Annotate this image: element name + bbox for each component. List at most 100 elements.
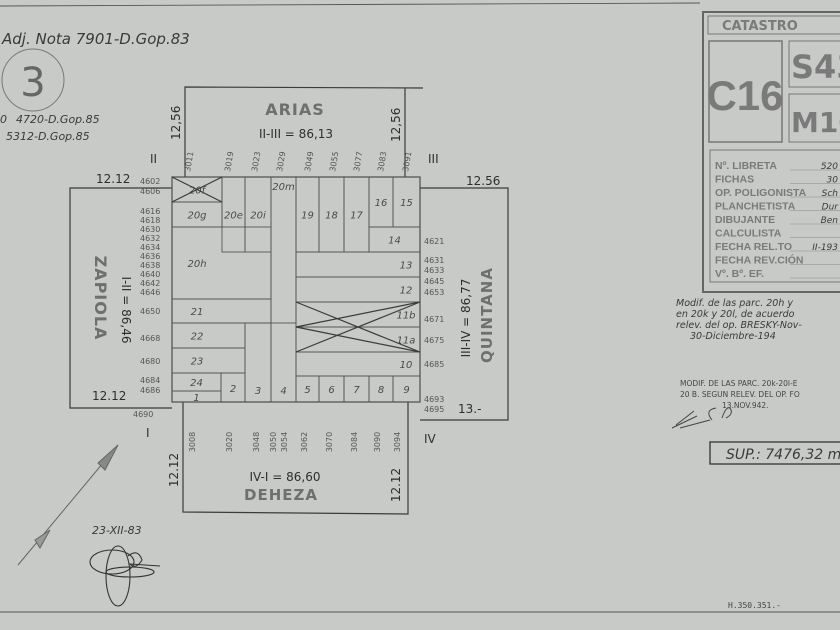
street-arias: ARIAS II-III = 86,13 12,56 12,56: [169, 86, 424, 177]
door-number-top: 3023: [250, 151, 262, 173]
lot-label: 16: [375, 198, 388, 209]
lot-label: 8: [378, 385, 384, 396]
stamp-row-label: Nº. LIBRETA: [715, 160, 777, 172]
arias-width-right: 12,56: [389, 108, 403, 142]
cancelled-cross: [171, 176, 223, 203]
signature-bottom-left: [89, 545, 161, 607]
stamp-header: CATASTRO: [722, 19, 798, 34]
arias-width-left: 12,56: [169, 106, 183, 140]
lot-label: 12: [400, 286, 413, 297]
lot-label: 5: [304, 385, 310, 396]
lot-boundary: [392, 375, 421, 403]
door-number-left: 4680: [140, 357, 160, 366]
lot-parcel[interactable]: 20e: [221, 176, 246, 253]
door-number-top: 3091: [401, 151, 413, 173]
corner-I: I: [146, 426, 150, 440]
lot-label: 22: [191, 332, 204, 343]
modif-note-line: Modif. de las parc. 20h y: [676, 298, 793, 309]
stamp-row-value: 520: [821, 162, 838, 172]
lot-parcel[interactable]: 14: [368, 226, 421, 253]
door-number-right: 4631: [424, 256, 444, 265]
lot-parcel[interactable]: 20h: [171, 226, 272, 300]
lot-parcel[interactable]: 2: [220, 372, 246, 403]
lot-parcel[interactable]: 13: [295, 251, 421, 278]
stamp-row-value: Ben: [821, 216, 839, 226]
lot-label: 20h: [187, 259, 206, 270]
door-number-bottom: 3050: [269, 432, 278, 452]
zapiola-width-bottom: 12.12: [92, 389, 126, 403]
stamp-row-label: PLANCHETISTA: [715, 201, 796, 213]
lot-label: 10: [400, 360, 413, 371]
door-number-left: 4646: [140, 288, 160, 297]
lot-parcel[interactable]: 4: [270, 322, 297, 403]
lot-parcel[interactable]: 9: [392, 375, 421, 403]
lot-parcel[interactable]: 6: [318, 375, 345, 403]
stamp-section: S43: [791, 48, 840, 86]
lot-parcel[interactable]: 7: [343, 375, 370, 403]
door-number-bottom: 3094: [393, 432, 402, 452]
quintana-length: III-IV = 86,77: [459, 279, 473, 358]
lot-parcel[interactable]: 21: [171, 298, 272, 324]
lot-label: 20e: [224, 211, 243, 222]
paper-top-edge: [0, 2, 701, 7]
lot-parcel[interactable]: 3: [244, 322, 272, 403]
stamp-circ: C16: [706, 72, 783, 119]
modif-note-line: 13.NOV.942.: [722, 401, 769, 410]
modif-note-line: MODIF. DE LAS PARC. 20k-20l-E: [680, 379, 798, 388]
door-number-left: 4684: [140, 376, 160, 385]
lot-label: 6: [328, 385, 334, 396]
stamp-row-value: II-193: [812, 243, 838, 253]
lot-parcel[interactable]: 8: [368, 375, 394, 403]
quintana-width-top: 12.56: [466, 174, 500, 188]
lot-parcel[interactable]: 19: [295, 176, 320, 253]
lot-parcel[interactable]: 20i: [244, 176, 272, 253]
lot-label: 24: [190, 378, 203, 389]
street-zapiola: ZAPIOLA I-II = 86,46 12.12 12.12: [69, 172, 172, 409]
door-number-bottom: 3048: [252, 432, 261, 452]
lot-parcel[interactable]: 18: [318, 176, 345, 253]
door-number-right: 4671: [424, 315, 444, 324]
corner-III: III: [428, 152, 439, 166]
door-number-right: 4621: [424, 237, 444, 246]
lot-label: 17: [350, 211, 363, 222]
street-deheza: DEHEZA IV-I = 86,60 12.12 12.12: [167, 402, 409, 515]
lot-label: 11b: [396, 311, 415, 322]
street-name-zapiola: ZAPIOLA: [91, 256, 110, 341]
lot-parcel[interactable]: 20g: [171, 201, 223, 228]
lot-label: 23: [191, 357, 204, 368]
lot-parcel[interactable]: 12: [295, 276, 421, 303]
street-quintana: QUINTANA III-IV = 86,77 12.56 13.-: [420, 174, 509, 421]
lot-label: 20g: [187, 211, 206, 222]
lot-parcel[interactable]: 1: [171, 390, 222, 404]
door-number-bottom: 3084: [350, 432, 359, 452]
lot-boundary: [270, 322, 297, 403]
deheza-length: IV-I = 86,60: [250, 470, 321, 484]
modif-note-line: relev. del op. BRESKY-Nov-: [676, 320, 802, 331]
door-number-left: 4690: [133, 410, 153, 419]
door-number-bottom: 3054: [280, 432, 289, 452]
stamp-row-value: Dur: [822, 203, 840, 213]
lot-parcel[interactable]: 15: [392, 176, 421, 228]
lot-parcel[interactable]: 17: [343, 176, 370, 253]
lot-parcel[interactable]: 10: [295, 351, 421, 377]
lot-parcel[interactable]: 20m: [270, 176, 297, 403]
lot-parcel[interactable]: 24: [171, 372, 222, 392]
lot-label: 2: [230, 384, 236, 395]
door-number-top: 3077: [352, 151, 364, 173]
lot-parcel[interactable]: 23: [171, 347, 246, 374]
lot-parcel[interactable]: 5: [295, 375, 320, 403]
lot-label: 7: [353, 385, 360, 396]
catastro-stamp: CATASTRO C16 S43 M10 Nº. LIBRETA520FICHA…: [702, 11, 840, 293]
cancelled-cross: [295, 301, 421, 353]
door-number-bottom: 3020: [225, 432, 234, 452]
signature-initials: [671, 407, 732, 429]
zapiola-length: I-II = 86,46: [119, 277, 133, 344]
stamp-row-value: Sch: [822, 189, 839, 199]
stamp-row-value: 30: [827, 176, 839, 186]
door-number-right: 4693: [424, 395, 444, 404]
stamp-row-label: Vº. Bº. EF.: [715, 268, 764, 280]
lot-parcel[interactable]: 22: [171, 322, 246, 349]
lot-parcel[interactable]: 16: [368, 176, 394, 228]
arias-length: II-III = 86,13: [259, 127, 333, 141]
